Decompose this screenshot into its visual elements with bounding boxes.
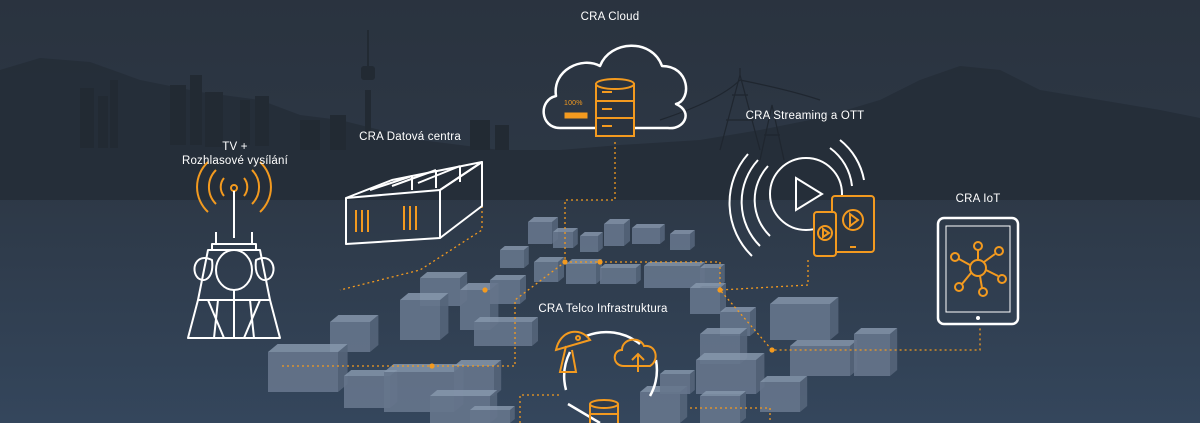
building-block xyxy=(700,264,725,286)
building-block xyxy=(700,391,746,423)
label-streaming: CRA Streaming a OTT xyxy=(745,110,865,122)
building-block xyxy=(553,228,578,248)
building-block xyxy=(600,264,641,284)
connector-cloud xyxy=(564,142,981,351)
building-block xyxy=(534,257,564,282)
building-block xyxy=(696,353,765,394)
building-block xyxy=(268,344,348,392)
label-datacenter: CRA Datová centra xyxy=(359,131,461,143)
label-tv-line1: TV + xyxy=(222,141,248,153)
label-iot: CRA IoT xyxy=(955,193,1001,205)
satellite-dish-icon xyxy=(554,330,592,352)
node-dot xyxy=(769,347,775,353)
building-block xyxy=(690,283,726,314)
node-dot xyxy=(562,259,568,265)
label-cloud: CRA Cloud xyxy=(580,11,640,23)
building-block xyxy=(470,406,515,423)
cloud-upload-icon xyxy=(613,338,657,367)
building-block xyxy=(760,376,808,412)
building-block xyxy=(670,230,695,250)
building-block xyxy=(490,275,526,304)
building-block xyxy=(400,293,449,340)
node-dot xyxy=(597,259,603,265)
building-block xyxy=(500,246,529,268)
building-block xyxy=(474,317,538,346)
broadcast-signal-icon xyxy=(196,161,272,213)
label-tv-line2: Rozhlasové vysílání xyxy=(181,155,289,167)
building-block xyxy=(660,370,695,394)
label-telco: CRA Telco Infrastruktura xyxy=(538,303,668,315)
node-dot xyxy=(429,363,435,369)
building-block xyxy=(566,259,602,284)
node-dot xyxy=(717,287,723,293)
building-block xyxy=(580,232,603,252)
node-dot xyxy=(482,287,488,293)
building-block xyxy=(632,224,665,244)
network-hub-icon xyxy=(950,241,1007,297)
building-block xyxy=(604,219,630,246)
connector-bottom-right xyxy=(690,407,771,423)
building-block xyxy=(770,297,839,340)
connector-streaming xyxy=(719,260,809,291)
database-icon xyxy=(595,78,635,137)
progress-percent: 100% xyxy=(564,100,583,107)
connector-datacenter xyxy=(339,186,483,291)
connector-telco-left xyxy=(282,261,566,367)
building-block xyxy=(854,328,898,376)
